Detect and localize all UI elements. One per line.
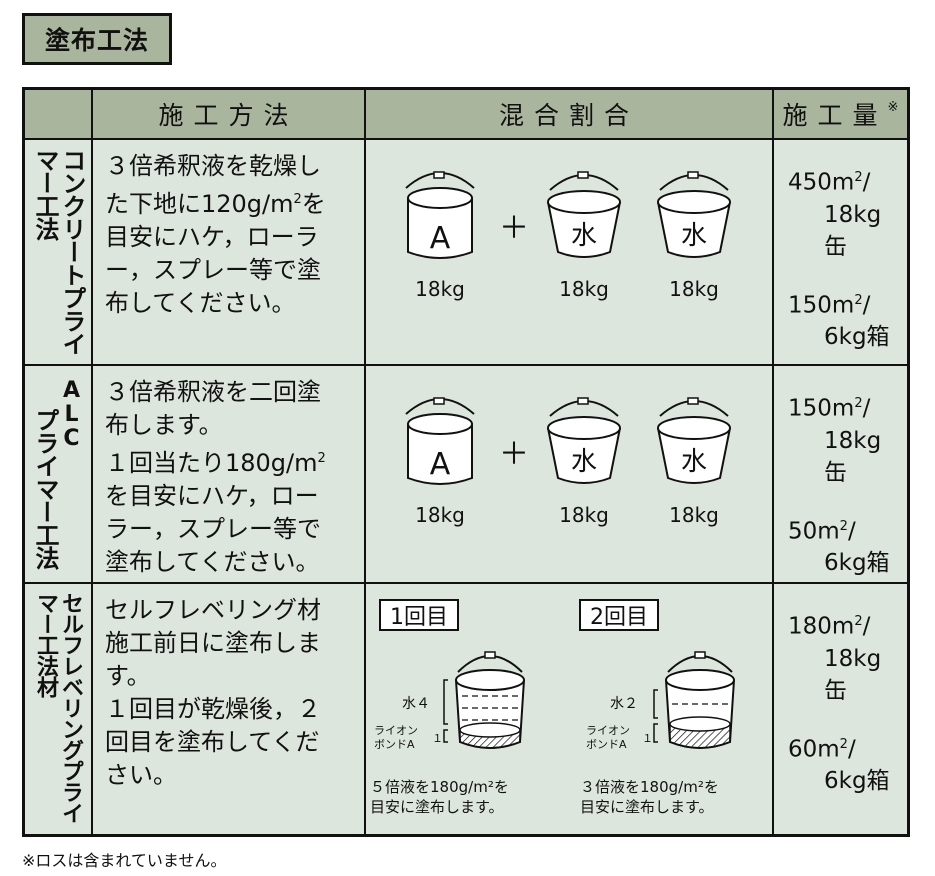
method-line: ー，スプレー等で塗 xyxy=(105,256,321,284)
method-line: 回目を塗布してくだ xyxy=(105,728,320,756)
amount-unit: 18kg缶 xyxy=(824,645,882,704)
amount-unit: 6kg箱 xyxy=(824,550,890,577)
row-label-concrete: コンクリートプライマー工法 xyxy=(25,140,93,366)
svg-text:ボンドA: ボンドA xyxy=(374,738,415,751)
stage2-diagram: 2回目 水２ ライオン ボンドA １ ３倍液を180g/m²を 目安に塗布します… xyxy=(579,599,735,816)
row-label-text: セルフレベリングプライマー工法材 xyxy=(33,592,83,823)
stage2-tag: 2回目 xyxy=(590,605,648,630)
svg-text:水: 水 xyxy=(681,221,707,251)
method-line: す。 xyxy=(105,662,151,690)
header-blank xyxy=(25,90,93,140)
svg-text:18kg: 18kg xyxy=(559,277,609,301)
svg-text:18kg: 18kg xyxy=(669,277,719,301)
method-line: 塗布してください。 xyxy=(105,548,320,576)
row-label-alc-letters: ALC xyxy=(59,378,84,450)
amount-area: 450m2/ xyxy=(788,169,871,196)
svg-text:１: １ xyxy=(642,732,653,745)
amount-unit: 18kg缶 xyxy=(824,201,882,260)
svg-text:A: A xyxy=(430,447,451,482)
amount-unit: 18kg缶 xyxy=(824,427,882,486)
svg-text:18kg: 18kg xyxy=(559,503,609,527)
method-line: を目安にハケ，ロー xyxy=(105,482,319,510)
svg-text:ライオン: ライオン xyxy=(586,724,630,737)
method-line: 目安にハケ，ローラ xyxy=(105,223,319,251)
row-label-text: コンクリートプライマー工法 xyxy=(31,148,86,355)
amount-alc: 150m2/ 18kg缶 50m2/ 6kg箱 xyxy=(774,366,907,584)
svg-text:A: A xyxy=(430,221,451,256)
mix-self-leveling: 1回目 水４ ライオン ボンドA １ ５倍液を180g/m²を 目安に塗布します… xyxy=(366,584,774,834)
svg-text:ライオン: ライオン xyxy=(374,724,418,737)
svg-text:３倍液を180g/m²を: ３倍液を180g/m²を xyxy=(580,778,719,796)
plus-sign: ＋ xyxy=(499,437,529,472)
amount-self-leveling: 180m2/ 18kg缶 60m2/ 6kg箱 xyxy=(774,584,907,834)
water-bucket-icon: 水 18kg xyxy=(547,397,621,527)
method-line: 布します。 xyxy=(105,411,223,439)
stage1-tag-box xyxy=(379,599,459,631)
mix-concrete: A 18kg ＋ 水 18kg 水 18kg xyxy=(366,140,774,366)
svg-text:水４: 水４ xyxy=(402,696,430,712)
header-mix: 混合割合 xyxy=(366,90,774,140)
mix-alc: A 18kg ＋ 水 18kg 水 18kg xyxy=(366,366,774,584)
svg-text:５倍液を180g/m²を: ５倍液を180g/m²を xyxy=(370,778,509,796)
row-label-alc: ALC プライマー工法 xyxy=(25,366,93,584)
amount-area: 150m2/ xyxy=(788,292,871,319)
stage1-tag: 1回目 xyxy=(390,605,448,630)
method-line: ラー，スプレー等で xyxy=(105,515,321,543)
svg-text:水: 水 xyxy=(571,447,597,477)
method-line: ３倍希釈液を乾燥し xyxy=(105,152,321,180)
svg-text:１: １ xyxy=(432,732,443,745)
svg-text:水２: 水２ xyxy=(610,696,638,712)
stage2-tag-box xyxy=(579,599,659,631)
header-amount-mark: ※ xyxy=(887,100,899,115)
svg-text:目安に塗布します。: 目安に塗布します。 xyxy=(580,798,714,816)
amount-area: 180m2/ xyxy=(788,613,871,640)
bucket-a-icon: A 18kg xyxy=(405,171,475,301)
method-self-leveling: セルフレベリング材 施工前日に塗布しま す。 １回目が乾燥後，２ 回目を塗布して… xyxy=(93,584,366,834)
bucket-a-icon: A 18kg xyxy=(405,397,475,527)
section-title: 塗布工法 xyxy=(22,13,172,65)
footnote: ※ロスは含まれていません。 xyxy=(22,851,227,870)
svg-text:ボンドA: ボンドA xyxy=(586,738,627,751)
row-label-text: プライマー工法 xyxy=(31,408,59,569)
method-line: １回目が乾燥後，２ xyxy=(105,695,321,723)
method-line: セルフレベリング材 xyxy=(105,596,321,624)
header-amount-label: 施工量 xyxy=(782,101,888,130)
method-concrete: ３倍希釈液を乾燥し た下地に120g/m2を 目安にハケ，ローラ ー，スプレー等… xyxy=(93,140,366,366)
svg-text:水: 水 xyxy=(681,447,707,477)
method-line: 布してください。 xyxy=(105,289,296,317)
svg-text:18kg: 18kg xyxy=(415,503,465,527)
method-line: 施工前日に塗布しま xyxy=(105,629,321,657)
amount-area: 60m2/ xyxy=(788,736,856,763)
stage1-diagram: 1回目 水４ ライオン ボンドA １ ５倍液を180g/m²を 目安に塗布します… xyxy=(370,599,525,816)
svg-text:水: 水 xyxy=(571,221,597,251)
amount-unit: 6kg箱 xyxy=(824,768,890,795)
amount-area: 50m2/ xyxy=(788,518,856,545)
amount-area: 150m2/ xyxy=(788,395,871,422)
amount-unit: 6kg箱 xyxy=(824,324,890,351)
water-bucket-icon: 水 18kg xyxy=(547,171,621,301)
water-bucket-icon: 水 18kg xyxy=(657,171,731,301)
method-line: ３倍希釈液を二回塗 xyxy=(105,378,321,406)
header-amount: 施工量※ xyxy=(774,90,907,140)
amount-concrete: 450m2/ 18kg缶 150m2/ 6kg箱 xyxy=(774,140,907,366)
application-table: 施工方法 混合割合 施工量※ コンクリートプライマー工法 ３倍希釈液を乾燥し た… xyxy=(22,87,910,837)
method-alc: ３倍希釈液を二回塗 布します。 １回当たり180g/m2 を目安にハケ，ロー ラ… xyxy=(93,366,366,584)
header-method: 施工方法 xyxy=(93,90,366,140)
method-line: さい。 xyxy=(105,761,177,789)
method-line: １回当たり180g/m2 xyxy=(105,449,326,477)
plus-sign: ＋ xyxy=(499,211,529,246)
water-bucket-icon: 水 18kg xyxy=(657,397,731,527)
svg-text:目安に塗布します。: 目安に塗布します。 xyxy=(370,798,504,816)
svg-text:18kg: 18kg xyxy=(669,503,719,527)
method-line: た下地に120g/m2を xyxy=(105,190,326,218)
row-label-self-leveling: セルフレベリングプライマー工法材 xyxy=(25,584,93,834)
svg-text:18kg: 18kg xyxy=(415,277,465,301)
